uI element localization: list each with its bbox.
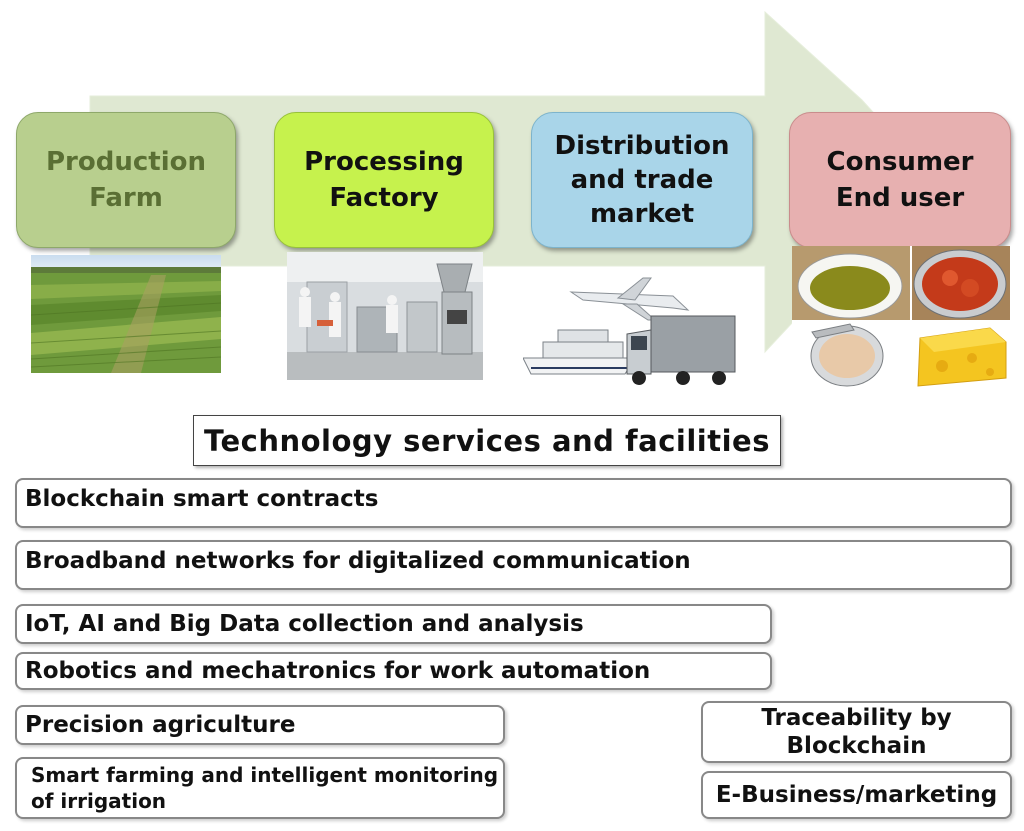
tech-e-business-marketing: E-Business/marketing bbox=[701, 771, 1012, 819]
tech-precision-agriculture: Precision agriculture bbox=[15, 705, 505, 745]
cornfield-photo-icon bbox=[31, 255, 221, 373]
ship-plane-truck-photo-icon bbox=[523, 270, 737, 392]
packaged-food-photo-icon bbox=[792, 246, 1010, 394]
tech-traceability-blockchain: Traceability by Blockchain bbox=[701, 701, 1012, 763]
tech-smart-farming: Smart farming and intelligent monitoring… bbox=[15, 757, 505, 819]
stage-processing-line2: Factory bbox=[329, 183, 439, 213]
stage-distribution: Distribution and trade market bbox=[531, 112, 753, 248]
stage-distribution-line1: Distribution bbox=[554, 131, 730, 161]
stage-consumer-line1: Consumer bbox=[826, 147, 974, 177]
stage-production: Production Farm bbox=[16, 112, 236, 248]
stage-distribution-line2: and trade bbox=[570, 165, 714, 195]
technology-heading: Technology services and facilities bbox=[193, 415, 781, 466]
stage-production-line2: Farm bbox=[89, 183, 163, 213]
stage-consumer: Consumer End user bbox=[789, 112, 1011, 248]
stage-production-line1: Production bbox=[46, 147, 206, 177]
food-factory-photo-icon bbox=[287, 252, 483, 380]
tech-blockchain-smart-contracts: Blockchain smart contracts bbox=[15, 478, 1012, 528]
tech-broadband-networks: Broadband networks for digitalized commu… bbox=[15, 540, 1012, 590]
tech-robotics-mechatronics: Robotics and mechatronics for work autom… bbox=[15, 652, 772, 690]
stage-consumer-line2: End user bbox=[835, 183, 965, 213]
stage-processing: Processing Factory bbox=[274, 112, 494, 248]
stage-distribution-line3: market bbox=[589, 199, 695, 229]
stage-processing-line1: Processing bbox=[304, 147, 464, 177]
tech-iot-ai-big-data: IoT, AI and Big Data collection and anal… bbox=[15, 604, 772, 644]
